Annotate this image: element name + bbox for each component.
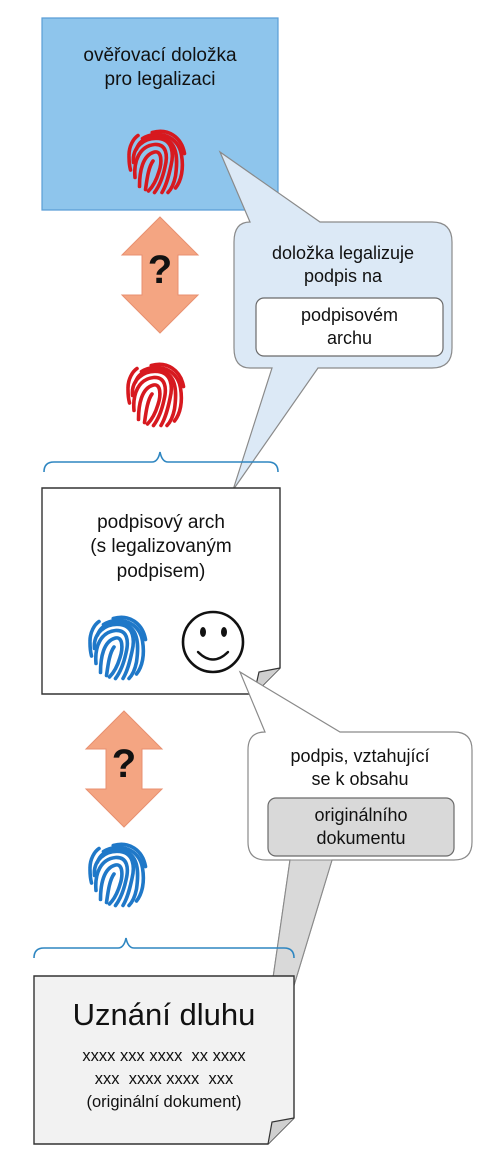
callout-top <box>218 150 453 491</box>
callout-bottom-inner <box>267 797 455 857</box>
document-line3: (originální dokument) <box>86 1092 242 1111</box>
document-body: xxxx xxx xxxx xx xxxx xxx xxxx xxxx xxx … <box>34 1045 294 1113</box>
callout-bottom-inner-text: originálního dokumentu <box>268 804 454 850</box>
question-mark: ? <box>147 248 173 292</box>
middle-box-line3: podpisem) <box>116 560 206 582</box>
middle-box-text: podpisový arch (s legalizovaným podpisem… <box>42 511 280 584</box>
callout-bottom-inner-line1: originálního <box>314 805 408 825</box>
brace-icon <box>33 937 295 959</box>
callout-bottom-line2: se k obsahu <box>311 769 409 790</box>
question-mark: ? <box>111 742 137 786</box>
top-box-line1: ověřovací doložka <box>83 45 237 66</box>
callout-top-inner-line2: archu <box>326 328 373 349</box>
document-title: Uznání dluhu <box>72 997 256 1032</box>
middle-box-line2: (s legalizovaným <box>90 536 232 558</box>
middle-box-line1: podpisový arch <box>97 512 225 533</box>
callout-bottom-inner-line2: dokumentu <box>316 828 406 849</box>
callout-bottom-text: podpis, vztahující se k obsahu <box>248 745 472 791</box>
callout-top-inner-line1: podpisovém <box>300 305 399 325</box>
document-line1: xxxx xxx xxxx xx xxxx <box>82 1047 246 1065</box>
smiley-face-icon <box>181 610 245 674</box>
callout-top-line1: doložka legalizuje <box>271 243 415 263</box>
fingerprint-icon <box>126 362 186 428</box>
callout-top-text: doložka legalizuje podpis na <box>234 242 452 288</box>
brace-icon <box>43 451 279 473</box>
callout-bottom-line1: podpis, vztahující <box>290 746 430 766</box>
callout-top-inner <box>255 297 444 357</box>
original-document-box <box>33 975 295 1145</box>
fingerprint-icon <box>88 842 148 908</box>
top-box-line2: pro legalizaci <box>104 69 216 91</box>
document-line2: xxx xxxx xxxx xxx <box>94 1069 234 1088</box>
callout-top-line2: podpis na <box>303 266 383 287</box>
top-box-text: ověřovací doložka pro legalizaci <box>42 44 278 93</box>
callout-top-inner-text: podpisovém archu <box>256 304 443 350</box>
